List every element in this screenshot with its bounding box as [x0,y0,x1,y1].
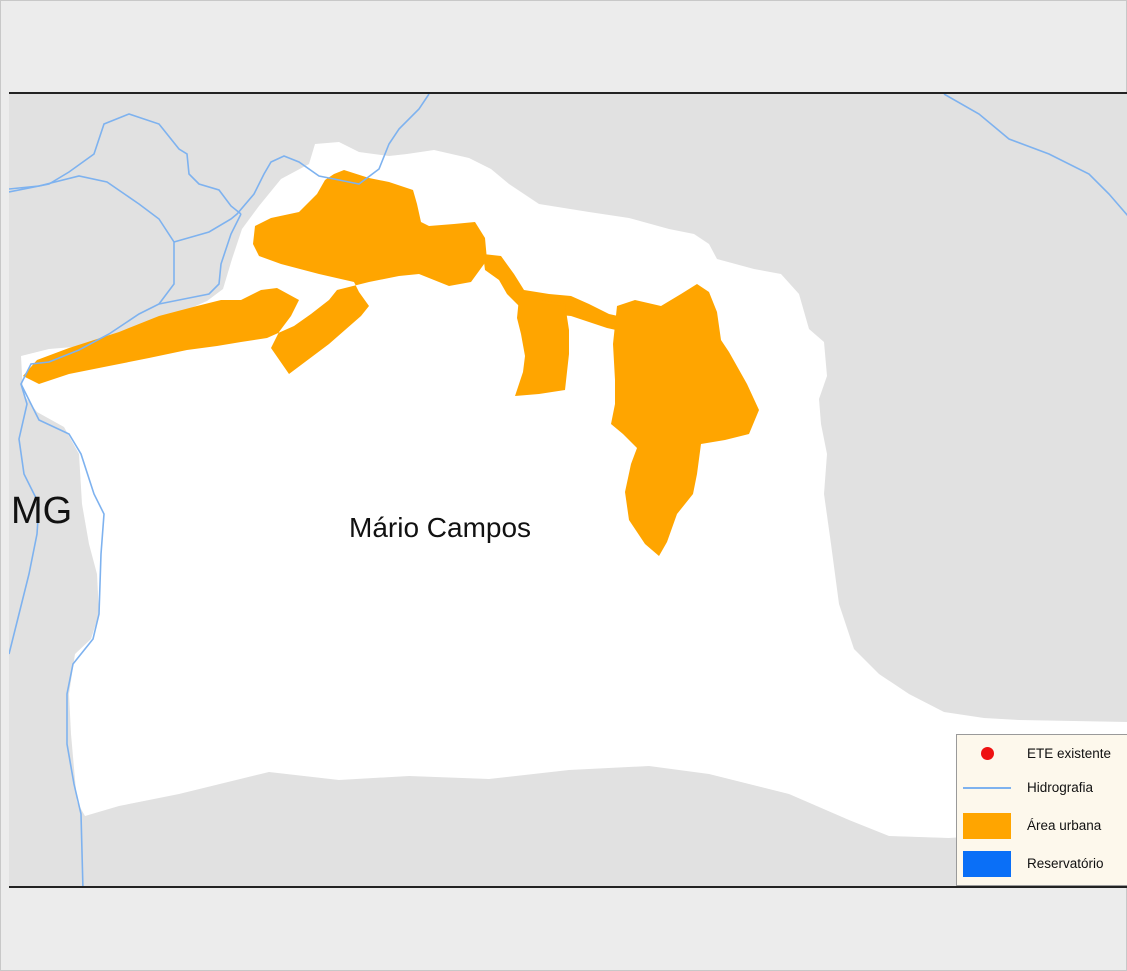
blue-fill-icon [963,851,1011,877]
blue-line-icon [963,775,1011,801]
municipality-label: Mário Campos [349,512,532,543]
legend-label-reservatorio: Reservatório [1027,856,1104,871]
hydrography[interactable] [9,94,1127,888]
red-dot-icon [963,741,1011,767]
urban-area-east[interactable] [611,284,759,556]
river-east [943,94,1127,217]
river-main-west [9,113,242,215]
legend-label-hidrografia: Hidrografia [1027,780,1094,795]
legend-item-hidrografia: Hidrografia [957,771,1127,805]
legend-label-ete: ETE existente [1027,746,1112,761]
urban-area-south-branch[interactable] [515,298,569,396]
river-west-2 [9,175,175,886]
legend-item-ete: ETE existente [957,737,1127,771]
municipality-area[interactable] [21,142,1127,838]
river-west-3 [173,94,430,243]
river-west-5 [9,383,40,655]
river-west-4 [158,213,242,305]
legend-item-area-urbana: Área urbana [957,809,1127,843]
urban-area-west[interactable] [23,170,487,384]
state-label: MG [11,490,73,532]
map-legend: ETE existente Hidrografia Área urbana Re… [956,734,1127,886]
orange-fill-icon [963,813,1011,839]
map-frame[interactable]: MG Mário Campos ETE existente Hidrografi… [9,92,1127,888]
legend-label-area-urbana: Área urbana [1027,818,1102,833]
legend-item-reservatorio: Reservatório [957,847,1127,881]
urban-area-corridor[interactable] [483,254,627,332]
map-canvas[interactable] [9,94,1127,888]
